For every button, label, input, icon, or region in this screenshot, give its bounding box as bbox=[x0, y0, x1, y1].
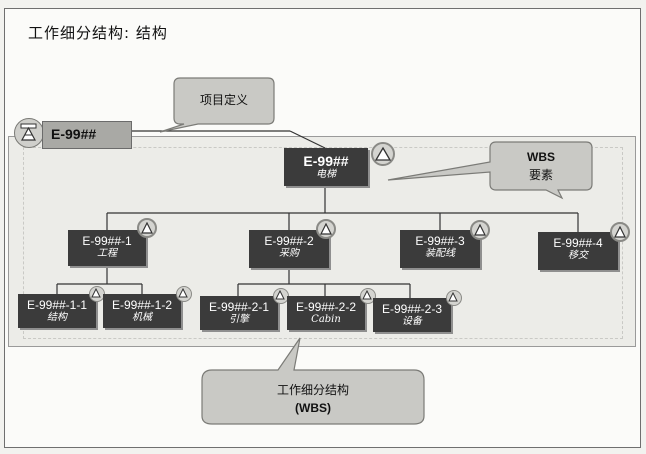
root-code: E-99## bbox=[303, 153, 349, 169]
wbs-element-box[interactable]: E-99##-2-1 引擎 bbox=[200, 296, 278, 330]
wbs-element-box[interactable]: E-99##-1-1 结构 bbox=[18, 294, 96, 328]
element-description: 引擎 bbox=[229, 314, 249, 325]
element-description: 结构 bbox=[47, 312, 67, 323]
element-description: 移交 bbox=[568, 250, 588, 261]
callout-wbs-line2: (WBS) bbox=[295, 401, 331, 415]
wbs-element-box[interactable]: E-99##-1 工程 bbox=[68, 230, 146, 266]
element-code: E-99##-2 bbox=[264, 234, 314, 248]
triangle-icon[interactable] bbox=[176, 286, 192, 302]
element-code: E-99##-2-2 bbox=[295, 300, 357, 314]
element-code: E-99##-1-1 bbox=[26, 298, 88, 312]
wbs-element-box[interactable]: E-99##-4 移交 bbox=[538, 232, 618, 270]
triangle-icon[interactable] bbox=[316, 219, 336, 239]
project-definition-icon[interactable] bbox=[14, 118, 44, 148]
element-description: 工程 bbox=[97, 248, 117, 259]
element-description: Cabin bbox=[311, 314, 341, 325]
triangle-icon[interactable] bbox=[89, 286, 105, 302]
triangle-icon[interactable] bbox=[446, 290, 462, 306]
triangle-icon[interactable] bbox=[371, 142, 395, 166]
wbs-root-box[interactable]: E-99## 电梯 bbox=[284, 148, 368, 186]
callout-wbs-line1: 工作细分结构 bbox=[276, 383, 349, 397]
project-code: E-99## bbox=[51, 126, 97, 142]
wbs-element-box[interactable]: E-99##-2-2 Cabin bbox=[287, 296, 365, 330]
wbs-element-box[interactable]: E-99##-3 装配线 bbox=[400, 230, 480, 268]
element-code: E-99##-2-3 bbox=[381, 302, 443, 316]
element-code: E-99##-2-1 bbox=[208, 300, 270, 314]
element-code: E-99##-1-2 bbox=[111, 298, 173, 312]
element-description: 设备 bbox=[402, 316, 422, 327]
callout-wbs: 工作细分结构 (WBS) bbox=[198, 336, 426, 426]
element-code: E-99##-4 bbox=[553, 236, 603, 250]
element-code: E-99##-3 bbox=[415, 234, 465, 248]
element-description: 采购 bbox=[279, 248, 299, 259]
root-description: 电梯 bbox=[316, 169, 336, 180]
wbs-element-box[interactable]: E-99##-1-2 机械 bbox=[103, 294, 181, 328]
callout-project-definition-text: 项目定义 bbox=[199, 93, 248, 107]
element-description: 机械 bbox=[132, 312, 152, 323]
callout-wbs-element-line2: 要素 bbox=[528, 168, 553, 182]
callout-wbs-element-line1: WBS bbox=[527, 150, 555, 164]
wbs-element-box[interactable]: E-99##-2-3 设备 bbox=[373, 298, 451, 332]
project-definition-box[interactable]: E-99## bbox=[42, 121, 132, 149]
element-code: E-99##-1 bbox=[82, 234, 132, 248]
triangle-icon[interactable] bbox=[360, 288, 376, 304]
callout-wbs-element: WBS 要素 bbox=[387, 140, 594, 200]
connector-project-root-diag bbox=[289, 130, 326, 149]
slide-title: 工作细分结构: 结构 bbox=[28, 24, 168, 42]
triangle-icon[interactable] bbox=[470, 220, 490, 240]
element-description: 装配线 bbox=[425, 248, 455, 259]
callout-project-definition: 项目定义 bbox=[150, 76, 275, 136]
triangle-icon[interactable] bbox=[610, 222, 630, 242]
wbs-element-box[interactable]: E-99##-2 采购 bbox=[249, 230, 329, 268]
triangle-icon[interactable] bbox=[137, 218, 157, 238]
